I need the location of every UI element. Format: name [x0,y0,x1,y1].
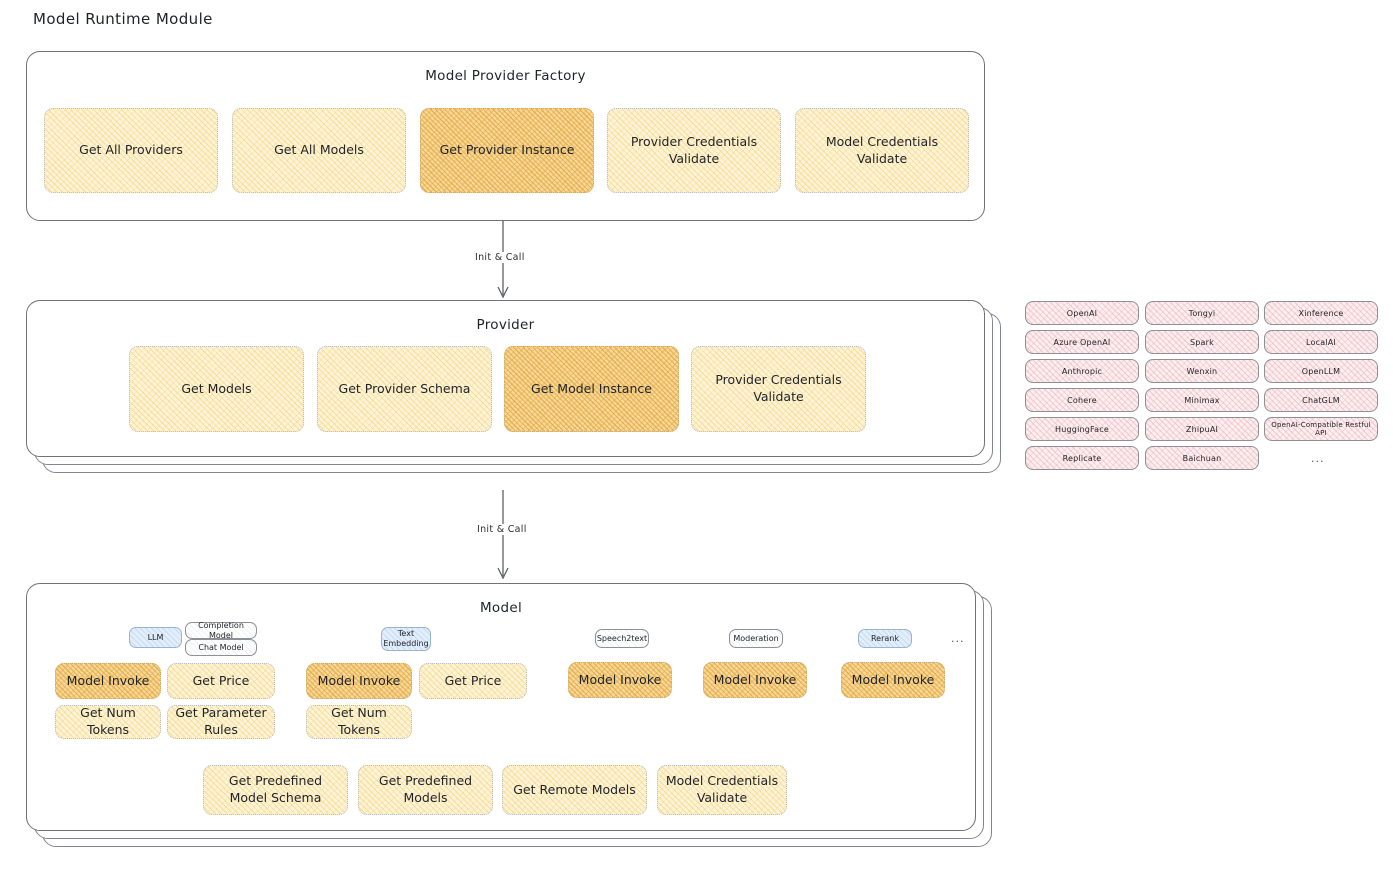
method-box-get-remote-models[interactable]: Get Remote Models [502,765,647,815]
method-box-llm-get-price[interactable]: Get Price [167,663,275,699]
method-box-model-credentials-validate[interactable]: Model Credentials Validate [795,108,969,193]
provider-pill-wenxin[interactable]: Wenxin [1145,359,1259,383]
page-title: Model Runtime Module [33,10,213,28]
provider-pill-replicate[interactable]: Replicate [1025,446,1139,470]
connector-arrow-provider-to-model [497,490,509,580]
model-provider-factory-title: Model Provider Factory [425,68,586,84]
provider-pill-openai-compatible-restful-api[interactable]: OpenAI-Compatible Restful API [1264,417,1378,441]
model-container: Model [26,583,976,831]
method-box-rerank-model-invoke[interactable]: Model Invoke [841,662,945,698]
model-type-tag-llm[interactable]: LLM [129,627,182,648]
provider-title: Provider [476,317,535,333]
provider-pill-cohere[interactable]: Cohere [1025,388,1139,412]
method-box-get-predefined-model-schema[interactable]: Get Predefined Model Schema [203,765,348,815]
provider-pill-openllm[interactable]: OpenLLM [1264,359,1378,383]
method-box-provider-credentials-validate[interactable]: Provider Credentials Validate [607,108,781,193]
method-box-get-all-models[interactable]: Get All Models [232,108,406,193]
connector-label-init-call-2: Init & Call [474,524,530,535]
method-box-text-embedding-model-invoke[interactable]: Model Invoke [306,663,412,699]
provider-pill-zhipuai[interactable]: ZhipuAI [1145,417,1259,441]
model-subtag-chat-model[interactable]: Chat Model [185,639,257,656]
provider-pill-spark[interactable]: Spark [1145,330,1259,354]
model-type-tag-rerank[interactable]: Rerank [858,629,912,648]
model-type-tag-moderation[interactable]: Moderation [729,629,783,648]
method-box-moderation-model-invoke[interactable]: Model Invoke [703,662,807,698]
provider-pill-minimax[interactable]: Minimax [1145,388,1259,412]
provider-pill-azure-openai[interactable]: Azure OpenAI [1025,330,1139,354]
provider-list-more-indicator: ... [1311,452,1325,465]
method-box-get-provider-instance[interactable]: Get Provider Instance [420,108,594,193]
provider-pill-xinference[interactable]: Xinference [1264,301,1378,325]
provider-pill-baichuan[interactable]: Baichuan [1145,446,1259,470]
provider-pill-chatglm[interactable]: ChatGLM [1264,388,1378,412]
method-box-get-provider-schema[interactable]: Get Provider Schema [317,346,492,432]
connector-label-init-call-1: Init & Call [472,252,528,263]
method-box-get-model-instance[interactable]: Get Model Instance [504,346,679,432]
method-box-text-embedding-get-num-tokens[interactable]: Get Num Tokens [306,705,412,739]
provider-pill-localai[interactable]: LocalAI [1264,330,1378,354]
provider-pill-anthropic[interactable]: Anthropic [1025,359,1139,383]
method-box-llm-get-parameter-rules[interactable]: Get Parameter Rules [167,705,275,739]
method-box-llm-get-num-tokens[interactable]: Get Num Tokens [55,705,161,739]
method-box-get-models[interactable]: Get Models [129,346,304,432]
method-box-speech2text-model-invoke[interactable]: Model Invoke [568,662,672,698]
model-groups-more-indicator: ... [951,632,965,645]
model-type-tag-text-embedding[interactable]: Text Embedding [381,627,431,651]
model-title: Model [479,600,523,616]
model-type-tag-speech2text[interactable]: Speech2text [595,629,649,648]
method-box-get-predefined-models[interactable]: Get Predefined Models [358,765,493,815]
provider-pill-huggingface[interactable]: HuggingFace [1025,417,1139,441]
method-box-model-credentials-validate-3[interactable]: Model Credentials Validate [657,765,787,815]
method-box-llm-model-invoke[interactable]: Model Invoke [55,663,161,699]
method-box-get-all-providers[interactable]: Get All Providers [44,108,218,193]
provider-pill-tongyi[interactable]: Tongyi [1145,301,1259,325]
method-box-text-embedding-get-price[interactable]: Get Price [419,663,527,699]
model-subtag-completion-model[interactable]: Completion Model [185,621,257,640]
provider-pill-openai[interactable]: OpenAI [1025,301,1139,325]
method-box-provider-credentials-validate-2[interactable]: Provider Credentials Validate [691,346,866,432]
